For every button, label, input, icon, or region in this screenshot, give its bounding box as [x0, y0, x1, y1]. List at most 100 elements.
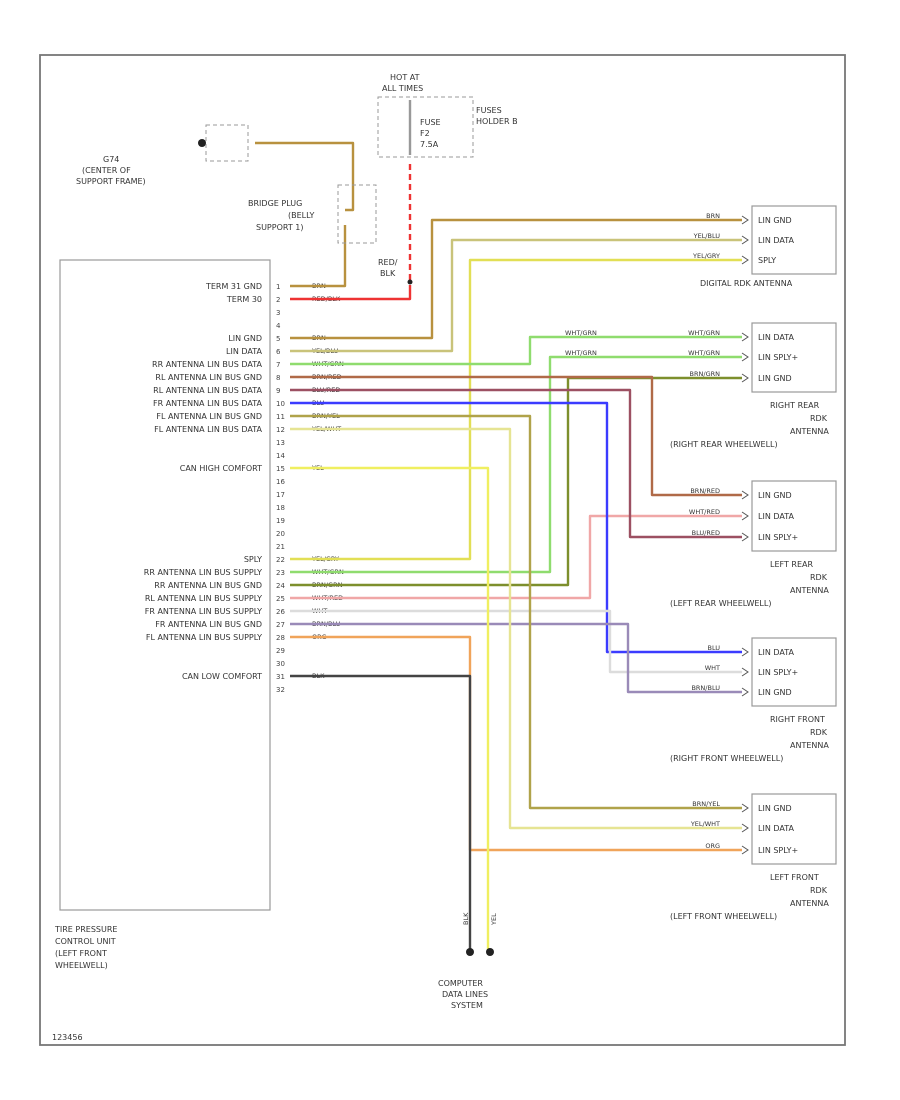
- wire-rl-sply-blured: [290, 388, 742, 539]
- unit-pin-number: 17: [276, 491, 285, 499]
- antenna-wire-label: WHT/GRN: [688, 349, 720, 357]
- unit-pin-label: SPLY: [244, 555, 262, 564]
- unit-pin-label: RL ANTENNA LIN BUS GND: [155, 373, 262, 382]
- antenna-name: RIGHT REAR: [770, 401, 820, 410]
- can-high-terminal: [486, 948, 494, 956]
- antenna-pin-label: LIN SPLY+: [758, 353, 798, 362]
- antenna-name: (LEFT FRONT WHEELWELL): [670, 912, 777, 921]
- wire-rf-gnd-brnblu: [290, 622, 742, 694]
- unit-pin-label: CAN LOW COMFORT: [182, 672, 262, 681]
- redblk-label-1: RED/: [378, 258, 398, 267]
- connector-pin: [741, 667, 749, 677]
- connector-pin: [741, 511, 749, 521]
- unit-pin-label: LIN DATA: [226, 347, 262, 356]
- connector-pin: [741, 823, 749, 833]
- wire-rr-sply-whtgrn: [290, 355, 742, 574]
- connector-pin: [741, 845, 749, 855]
- can-high-wire-label: YEL: [490, 913, 498, 926]
- connector-pin: [741, 255, 749, 265]
- unit-pin-number: 20: [276, 530, 285, 538]
- wire-lf-gnd-brnyel: [290, 414, 742, 810]
- data-lines-name-1: COMPUTER: [438, 979, 483, 988]
- antenna-name: RDK: [810, 728, 828, 737]
- unit-pin-number: 23: [276, 569, 285, 577]
- antenna-wire-label: WHT/GRN: [688, 329, 720, 337]
- bridge-line-2: (BELLY: [288, 211, 315, 220]
- antenna-wire-label: BLU/RED: [692, 529, 720, 537]
- unit-pin-number: 27: [276, 621, 285, 629]
- holder-line-2: HOLDER B: [476, 117, 518, 126]
- antenna-name: ANTENNA: [790, 427, 829, 436]
- antenna-pin-label: LIN SPLY+: [758, 668, 798, 677]
- ground-desc-2: SUPPORT FRAME): [76, 177, 146, 186]
- unit-pin-number: 7: [276, 361, 280, 369]
- antenna-wire-label: BLU: [707, 644, 720, 652]
- unit-pin-label: FR ANTENNA LIN BUS SUPPLY: [145, 607, 262, 616]
- unit-pin-number: 25: [276, 595, 285, 603]
- unit-pin-label: FL ANTENNA LIN BUS SUPPLY: [146, 633, 262, 642]
- unit-pin-number: 6: [276, 348, 281, 356]
- antenna-wire-label: WHT/RED: [689, 508, 720, 516]
- antenna-pin-label: LIN DATA: [758, 824, 794, 833]
- wire-ground-brn: [255, 141, 355, 212]
- antenna-box: [751, 793, 837, 865]
- connector-pin: [741, 532, 749, 542]
- wire-lf-data-yelwht: [290, 427, 742, 830]
- unit-pin-number: 32: [276, 686, 285, 694]
- antenna-pin-label: LIN GND: [758, 491, 792, 500]
- unit-pin-number: 3: [276, 309, 280, 317]
- unit-pin-number: 4: [276, 322, 281, 330]
- rr-splice-label-2: WHT/GRN: [565, 349, 597, 357]
- fuse-f2: HOT AT ALL TIMES FUSE F2 7.5A FUSES HOLD…: [377, 73, 518, 278]
- connector-pin: [741, 490, 749, 500]
- redblk-label-2: BLK: [380, 269, 396, 278]
- fuse-line-3: 7.5A: [420, 140, 439, 149]
- tpms-control-unit-box: [59, 259, 271, 911]
- antenna-box: [751, 480, 837, 552]
- antenna-wire-label: BRN: [706, 212, 720, 220]
- antenna-wire-label: ORG: [705, 842, 720, 850]
- antenna-box: [751, 637, 837, 707]
- data-lines-name-2: DATA LINES: [442, 990, 488, 999]
- unit-pin-number: 22: [276, 556, 285, 564]
- antenna-name: RDK: [810, 886, 828, 895]
- wire-rl-gnd-brnred: [290, 375, 742, 497]
- unit-pin-label: LIN GND: [228, 334, 262, 343]
- wires: BLK YEL WHT/GRN WHT/GRN: [255, 100, 742, 956]
- ground-dot: [198, 139, 206, 147]
- antenna-name: (RIGHT FRONT WHEELWELL): [670, 754, 783, 763]
- antenna-name: ANTENNA: [790, 899, 829, 908]
- unit-pin-number: 16: [276, 478, 285, 486]
- wire-term31-brn: [290, 225, 347, 288]
- wire-rr-gnd-brngrn: [290, 376, 742, 587]
- bridge-plug: BRIDGE PLUG (BELLY SUPPORT 1): [248, 184, 377, 244]
- antenna-wire-label: YEL/GRY: [692, 252, 720, 260]
- fuse-line-1: FUSE: [420, 118, 441, 127]
- bridge-line-1: BRIDGE PLUG: [248, 199, 302, 208]
- ground-connector: [205, 124, 249, 162]
- antenna-pin-label: LIN GND: [758, 216, 792, 225]
- wire-can-high-yel: [290, 466, 490, 950]
- diagram-frame: [39, 54, 846, 1046]
- connector-pin: [741, 803, 749, 813]
- antenna-wire-label: BRN/BLU: [691, 684, 720, 692]
- unit-pin-number: 11: [276, 413, 285, 421]
- unit-pin-number: 30: [276, 660, 285, 668]
- wire-rl-data-whtred: [290, 514, 742, 600]
- antenna-wire-label: YEL/WHT: [690, 820, 720, 828]
- data-lines-name-3: SYSTEM: [451, 1001, 483, 1010]
- antenna-name: ANTENNA: [790, 741, 829, 750]
- svg-text:CONTROL UNIT: CONTROL UNIT: [55, 937, 116, 946]
- wire-lin-data-yelblu: [290, 238, 742, 353]
- unit-pin-label: RL ANTENNA LIN BUS SUPPLY: [145, 594, 262, 603]
- fuse-line-2: F2: [420, 129, 430, 138]
- unit-pin-label: FR ANTENNA LIN BUS DATA: [153, 399, 263, 408]
- footer-code: 123456: [52, 1033, 83, 1042]
- unit-name: TIRE PRESSURE CONTROL UNIT (LEFT FRONT W…: [54, 925, 117, 970]
- svg-text:TIRE PRESSURE: TIRE PRESSURE: [54, 925, 117, 934]
- ground-ref: G74: [103, 155, 119, 164]
- unit-pin-number: 13: [276, 439, 285, 447]
- holder-line-1: FUSES: [476, 106, 502, 115]
- wire-rr-data-whtgrn: [290, 335, 742, 366]
- wire-term30-redblk: [290, 285, 412, 301]
